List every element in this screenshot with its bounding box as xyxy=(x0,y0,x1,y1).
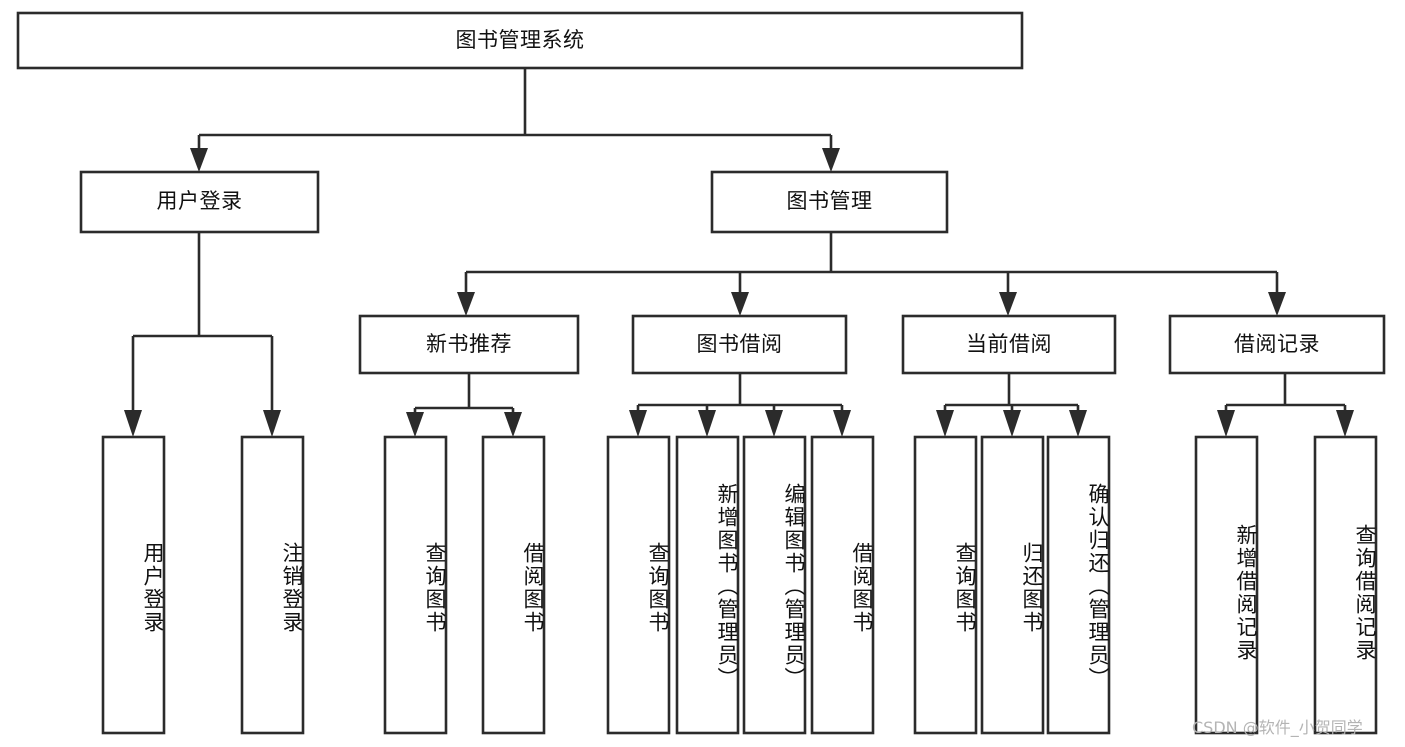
arrow-to-leaf-add-book xyxy=(698,410,716,437)
edge-new-book-rec-bus xyxy=(413,373,515,418)
node-leaf-edit-book-box[interactable] xyxy=(742,435,807,735)
node-book-borrow-box[interactable] xyxy=(631,314,848,375)
node-book-manage-box[interactable] xyxy=(710,170,949,234)
arrow-to-current-borrow xyxy=(999,292,1017,316)
node-root-box[interactable] xyxy=(16,11,1024,70)
node-leaf-add-book-box[interactable] xyxy=(675,435,740,735)
arrow-to-book-borrow xyxy=(731,292,749,316)
edge-book-manage-bus xyxy=(464,232,1279,296)
arrow-to-leaf-borrow-book-1 xyxy=(504,412,522,437)
arrow-to-leaf-query-book-2 xyxy=(629,410,647,437)
node-borrow-record-box[interactable] xyxy=(1168,314,1386,375)
arrow-to-leaf-return-book xyxy=(1003,410,1021,437)
edge-root-bus xyxy=(197,68,833,152)
arrow-to-user-login xyxy=(190,148,208,172)
node-current-borrow-box[interactable] xyxy=(901,314,1117,375)
node-leaf-add-record-box[interactable] xyxy=(1194,435,1259,735)
arrow-to-leaf-logout xyxy=(263,410,281,437)
node-leaf-logout-box[interactable] xyxy=(240,435,305,735)
arrow-to-new-book-rec xyxy=(457,292,475,316)
node-leaf-user-login-box[interactable] xyxy=(101,435,166,735)
edge-user-login-bus xyxy=(131,232,274,415)
edge-current-borrow-bus xyxy=(943,373,1080,415)
arrow-to-leaf-confirm-return xyxy=(1069,410,1087,437)
node-leaf-confirm-return-box[interactable] xyxy=(1046,435,1111,735)
arrow-to-borrow-record xyxy=(1268,292,1286,316)
edge-borrow-record-bus xyxy=(1224,373,1347,415)
edge-book-borrow-bus xyxy=(636,373,844,415)
node-leaf-query-book-3-box[interactable] xyxy=(913,435,978,735)
node-leaf-return-book-box[interactable] xyxy=(980,435,1045,735)
node-leaf-query-book-1-box[interactable] xyxy=(383,435,448,735)
arrow-to-leaf-borrow-book-2 xyxy=(833,410,851,437)
node-user-login-box[interactable] xyxy=(79,170,320,234)
arrow-to-leaf-query-book-3 xyxy=(936,410,954,437)
node-new-book-rec-box[interactable] xyxy=(358,314,580,375)
node-leaf-borrow-book-1-box[interactable] xyxy=(481,435,546,735)
node-leaf-query-record-box[interactable] xyxy=(1313,435,1378,735)
arrow-to-leaf-query-record xyxy=(1336,410,1354,437)
arrow-to-leaf-add-record xyxy=(1217,410,1235,437)
arrow-to-leaf-query-book-1 xyxy=(406,412,424,437)
node-leaf-query-book-2-box[interactable] xyxy=(606,435,671,735)
csdn-watermark: CSDN @软件_小贺同学 xyxy=(1192,718,1363,737)
arrow-to-leaf-edit-book xyxy=(765,410,783,437)
node-leaf-borrow-book-2-box[interactable] xyxy=(810,435,875,735)
arrow-to-book-manage xyxy=(822,148,840,172)
arrow-to-leaf-user-login xyxy=(124,410,142,437)
